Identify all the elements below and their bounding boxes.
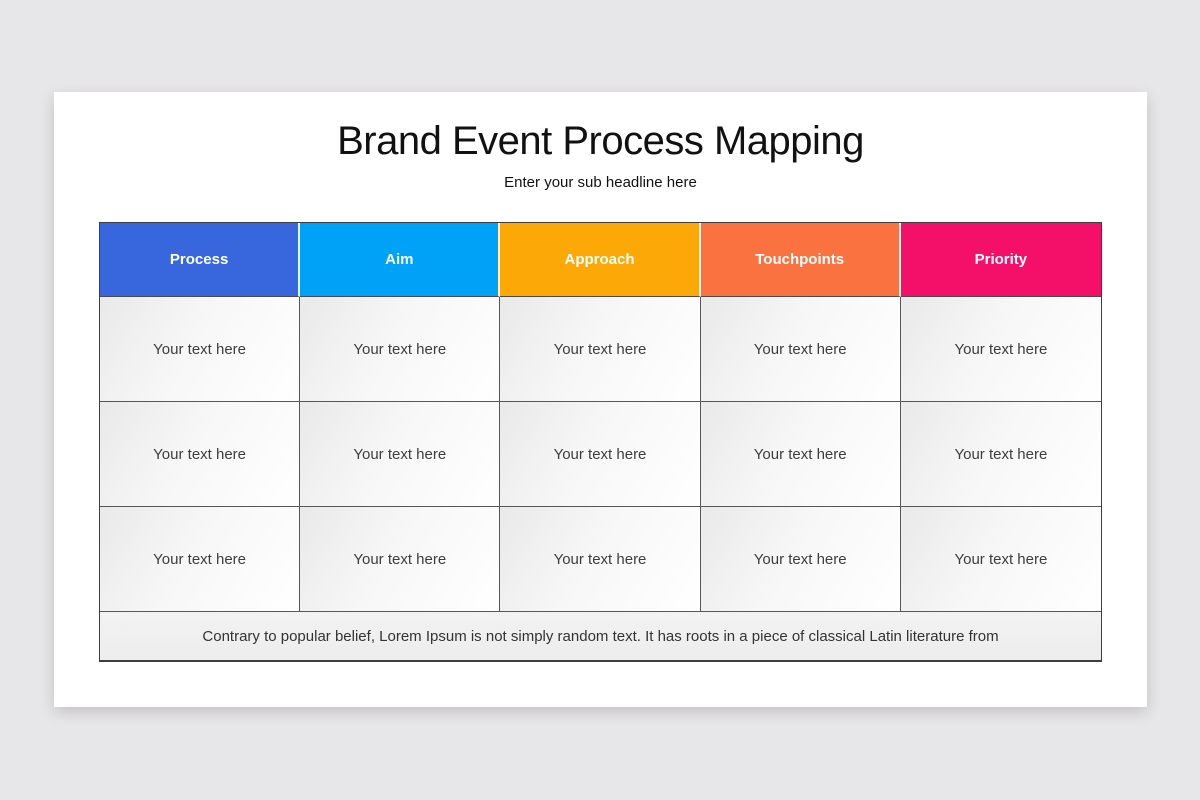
column-header-process: Process <box>100 223 301 297</box>
column-header-priority: Priority <box>900 223 1101 297</box>
table-cell: Your text here <box>900 507 1101 612</box>
table-cell: Your text here <box>700 402 901 507</box>
page-title: Brand Event Process Mapping <box>337 119 864 163</box>
column-header-aim: Aim <box>300 223 501 297</box>
column-header-approach: Approach <box>500 223 701 297</box>
table-cell: Your text here <box>900 402 1101 507</box>
process-mapping-table: Process Aim Approach Touchpoints Priorit… <box>99 222 1102 662</box>
table-cell: Your text here <box>500 507 701 612</box>
table-cell: Your text here <box>500 297 701 402</box>
table-cell: Your text here <box>300 297 501 402</box>
table-cell: Your text here <box>300 402 501 507</box>
slide-card: Brand Event Process Mapping Enter your s… <box>54 92 1147 707</box>
table-footer-note: Contrary to popular belief, Lorem Ipsum … <box>100 612 1101 660</box>
table-cell: Your text here <box>100 402 301 507</box>
table-cell: Your text here <box>900 297 1101 402</box>
table-cell: Your text here <box>100 297 301 402</box>
table-cell: Your text here <box>700 507 901 612</box>
table-cell: Your text here <box>500 402 701 507</box>
table-cell: Your text here <box>300 507 501 612</box>
table-cell: Your text here <box>100 507 301 612</box>
column-header-touchpoints: Touchpoints <box>700 223 901 297</box>
table-cell: Your text here <box>700 297 901 402</box>
page-subtitle: Enter your sub headline here <box>504 174 697 191</box>
